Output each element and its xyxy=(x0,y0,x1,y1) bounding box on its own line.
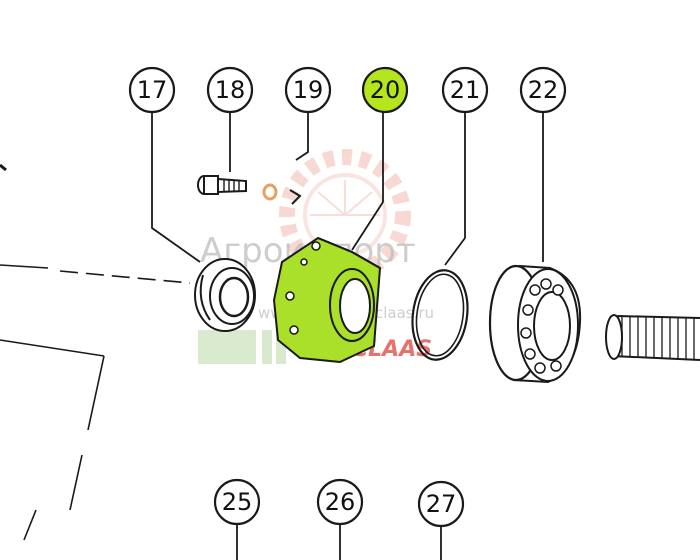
callout-21[interactable]: 21 xyxy=(441,66,489,114)
callout-26[interactable]: 26 xyxy=(316,478,364,526)
bottom-leader-stubs xyxy=(236,524,442,560)
leader-lines xyxy=(151,112,544,266)
callout-17-label: 17 xyxy=(137,76,168,104)
callout-20-label: 20 xyxy=(370,76,401,104)
callout-22-label: 22 xyxy=(528,76,559,104)
callout-22[interactable]: 22 xyxy=(519,66,567,114)
callout-20[interactable]: 20 xyxy=(361,66,409,114)
part-20-flange-housing xyxy=(272,236,382,364)
callout-27[interactable]: 27 xyxy=(417,480,465,528)
callout-25-label: 25 xyxy=(222,488,253,516)
splined-shaft xyxy=(605,314,700,361)
callout-18[interactable]: 18 xyxy=(206,66,254,114)
callout-19-label: 19 xyxy=(293,76,324,104)
callout-17[interactable]: 17 xyxy=(128,66,176,114)
callout-19[interactable]: 19 xyxy=(284,66,332,114)
background-frame-lines xyxy=(0,163,191,541)
watermark-bars xyxy=(198,330,286,364)
callout-25[interactable]: 25 xyxy=(213,478,261,526)
callout-26-label: 26 xyxy=(325,488,356,516)
part-19-washer xyxy=(262,183,302,205)
callout-18-label: 18 xyxy=(215,76,246,104)
part-17-seal-ring xyxy=(194,258,256,332)
callout-27-label: 27 xyxy=(426,490,457,518)
part-18-bolt xyxy=(197,175,247,195)
part-21-shim-ring xyxy=(411,269,469,361)
callout-21-label: 21 xyxy=(450,76,481,104)
part-22-bearing xyxy=(488,264,582,384)
